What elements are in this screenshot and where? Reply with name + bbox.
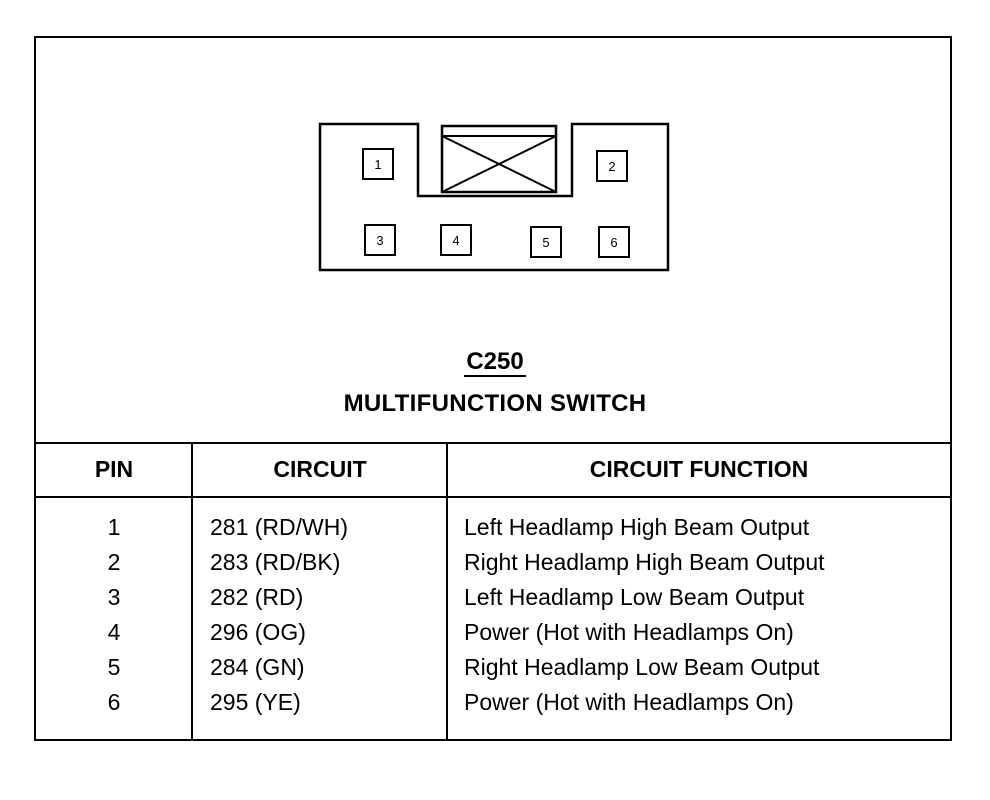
keyway-block xyxy=(440,124,558,194)
circuit-cell: 281 (RD/WH) xyxy=(210,514,349,540)
circuit-cell: 283 (RD/BK) xyxy=(210,549,341,575)
table-row: 4 296 (OG) Power (Hot with Headlamps On) xyxy=(36,619,950,655)
pin-cell: 4 xyxy=(107,619,121,645)
column-divider xyxy=(446,444,448,741)
pin-1-cavity: 1 xyxy=(362,148,394,180)
function-cell: Left Headlamp Low Beam Output xyxy=(464,584,805,610)
circuit-cell: 284 (GN) xyxy=(210,654,305,680)
header-circuit-function: CIRCUIT FUNCTION xyxy=(589,456,809,482)
pin-2-cavity: 2 xyxy=(596,150,628,182)
function-cell: Left Headlamp High Beam Output xyxy=(464,514,810,540)
header-divider xyxy=(36,496,950,498)
pin-2-label: 2 xyxy=(608,158,616,174)
table-row: 3 282 (RD) Left Headlamp Low Beam Output xyxy=(36,584,950,620)
circuit-cell: 295 (YE) xyxy=(210,689,301,715)
pin-cell: 3 xyxy=(107,584,121,610)
connector-id-text: C250 xyxy=(464,348,526,377)
function-cell: Right Headlamp Low Beam Output xyxy=(464,654,820,680)
function-cell: Power (Hot with Headlamps On) xyxy=(464,689,794,715)
function-cell: Right Headlamp High Beam Output xyxy=(464,549,825,575)
connector-id: C250 xyxy=(36,348,954,377)
connector-housing xyxy=(318,122,670,272)
connector-name: MULTIFUNCTION SWITCH xyxy=(343,390,647,417)
pin-cell: 2 xyxy=(107,549,121,575)
table-row: 6 295 (YE) Power (Hot with Headlamps On) xyxy=(36,689,950,725)
pin-6-label: 6 xyxy=(610,234,618,250)
pinout-table: PIN CIRCUIT CIRCUIT FUNCTION 1 281 (RD/W… xyxy=(36,442,950,741)
pin-6-cavity: 6 xyxy=(598,226,630,258)
diagram-frame: 1 2 3 4 5 6 C250 MULTIFUNCTION SWITCH PI… xyxy=(34,36,952,741)
header-circuit: CIRCUIT xyxy=(273,456,367,482)
header-pin: PIN xyxy=(94,456,134,482)
pin-3-label: 3 xyxy=(376,232,384,248)
pin-4-cavity: 4 xyxy=(440,224,472,256)
column-divider xyxy=(191,444,193,741)
table-row: 5 284 (GN) Right Headlamp Low Beam Outpu… xyxy=(36,654,950,690)
circuit-cell: 282 (RD) xyxy=(210,584,304,610)
pin-1-label: 1 xyxy=(374,156,382,172)
pin-cell: 5 xyxy=(107,654,121,680)
connector-face-diagram xyxy=(318,122,670,272)
pin-4-label: 4 xyxy=(452,232,460,248)
pin-cell: 6 xyxy=(107,689,121,715)
pin-5-cavity: 5 xyxy=(530,226,562,258)
table-row: 2 283 (RD/BK) Right Headlamp High Beam O… xyxy=(36,549,950,585)
pin-5-label: 5 xyxy=(542,234,550,250)
pin-3-cavity: 3 xyxy=(364,224,396,256)
table-row: 1 281 (RD/WH) Left Headlamp High Beam Ou… xyxy=(36,514,950,550)
function-cell: Power (Hot with Headlamps On) xyxy=(464,619,794,645)
pin-cell: 1 xyxy=(107,514,121,540)
circuit-cell: 296 (OG) xyxy=(210,619,306,645)
